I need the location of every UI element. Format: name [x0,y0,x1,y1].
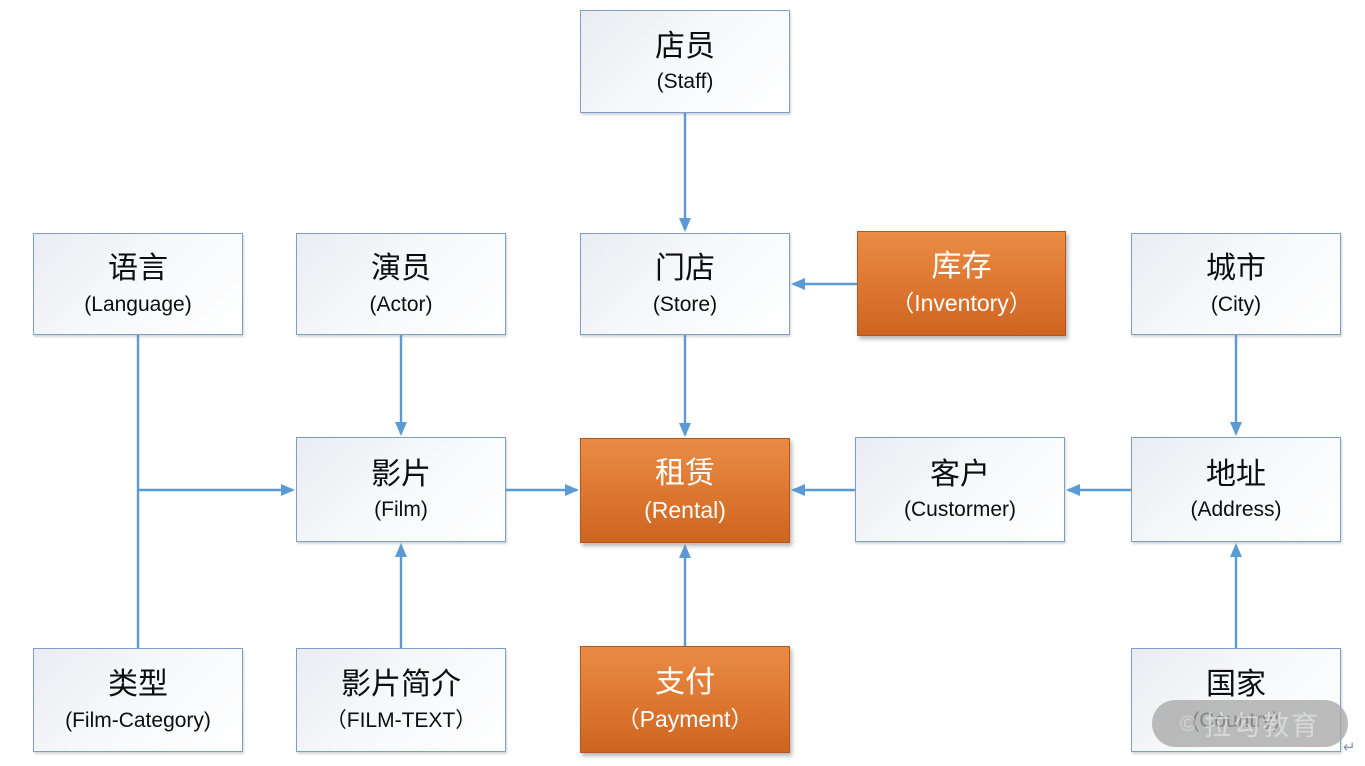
node-payment: 支付 （Payment） [580,646,790,753]
node-film-text-label-zh: 影片简介 [341,668,461,702]
node-film-category: 类型 (Film-Category) [33,648,243,752]
node-store-label-en: (Store) [652,292,718,316]
node-store-label-zh: 门店 [655,252,715,286]
node-payment-label-en: （Payment） [616,705,754,732]
node-city-label-en: (City) [1210,292,1262,316]
node-language: 语言 (Language) [33,233,243,335]
node-rental: 租赁 (Rental) [580,438,790,543]
watermark-badge: © 拉勾教育 [1152,700,1348,747]
node-staff-label-zh: 店员 [655,29,715,63]
paragraph-return-icon: ↵ [1343,739,1356,756]
node-film-label-en: (Film) [374,498,428,522]
node-address-label-zh: 地址 [1206,457,1266,491]
node-rental-label-zh: 租赁 [655,457,715,491]
node-inventory-label-en: （Inventory） [891,289,1032,316]
node-city: 城市 (City) [1131,233,1341,335]
node-film-text-label-en: （FILM-TEXT） [325,708,477,732]
node-language-label-zh: 语言 [108,252,168,286]
node-custormer-label-zh: 客户 [930,457,990,491]
node-language-label-en: (Language) [84,292,192,316]
node-custormer: 客户 (Custormer) [855,437,1065,542]
node-film-text: 影片简介 （FILM-TEXT） [296,648,506,752]
watermark-logo-icon: © [1179,710,1199,736]
node-address: 地址 (Address) [1131,437,1341,542]
node-actor: 演员 (Actor) [296,233,506,335]
node-staff: 店员 (Staff) [580,10,790,113]
node-city-label-zh: 城市 [1206,252,1266,286]
watermark-text: 拉勾教育 [1204,711,1321,741]
node-film: 影片 (Film) [296,437,506,542]
node-rental-label-en: (Rental) [644,496,726,523]
node-inventory-label-zh: 库存 [931,250,992,284]
node-store: 门店 (Store) [580,233,790,335]
node-country-label-zh: 国家 [1206,668,1266,702]
node-inventory: 库存 （Inventory） [857,231,1066,336]
node-film-label-zh: 影片 [371,457,431,491]
node-payment-label-zh: 支付 [655,666,715,700]
node-address-label-en: (Address) [1190,498,1282,522]
node-staff-label-en: (Staff) [656,70,714,94]
node-actor-label-zh: 演员 [371,252,431,286]
node-actor-label-en: (Actor) [369,292,433,316]
node-film-category-label-en: (Film-Category) [65,708,211,732]
node-film-category-label-zh: 类型 [108,668,168,702]
node-custormer-label-en: (Custormer) [903,498,1016,522]
